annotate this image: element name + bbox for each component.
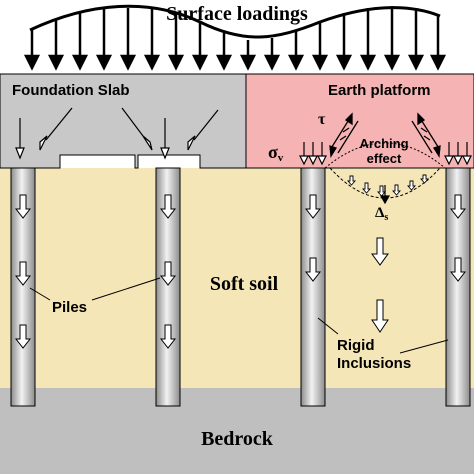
shear-arrow-ticks <box>339 127 431 141</box>
arching-effect-line2: effect <box>367 151 402 166</box>
soil-settlement-arrows <box>371 237 389 333</box>
leader-lines <box>29 277 449 354</box>
tau-label: τ <box>318 111 326 128</box>
bowl-arrows <box>347 174 429 197</box>
surface-loadings-label: Surface loadings <box>166 3 308 25</box>
soft-soil-layer <box>0 168 474 388</box>
arching-line <box>324 142 446 169</box>
arching-effect-line1: Arching <box>359 136 408 151</box>
sigma-symbol: σ <box>268 142 278 162</box>
rigid-inclusions-line1: Rigid <box>337 337 375 354</box>
bedrock-label: Bedrock <box>201 428 274 450</box>
delta-s-label: Δs <box>375 205 388 223</box>
piles-label: Piles <box>52 299 87 316</box>
sigma-v-label: σv <box>268 142 284 164</box>
surface-loading-curve <box>29 4 441 39</box>
bedrock-layer <box>0 388 474 474</box>
earth-platform-label: Earth platform <box>328 82 431 99</box>
delta-subscript: s <box>384 212 388 223</box>
slab-load-arrows <box>15 107 219 160</box>
platform-stress-arrows <box>299 142 472 166</box>
surface-load-arrows <box>23 6 447 71</box>
delta-s-marker <box>379 185 391 205</box>
foundation-slab-label: Foundation Slab <box>12 82 130 99</box>
sigma-subscript: v <box>278 152 284 164</box>
soft-soil-label: Soft soil <box>210 273 279 295</box>
shear-arrows <box>329 112 441 158</box>
pile-load-arrows <box>14 194 467 349</box>
rigid-inclusions-line2: Inclusions <box>337 355 411 372</box>
delta-symbol: Δ <box>375 205 385 221</box>
